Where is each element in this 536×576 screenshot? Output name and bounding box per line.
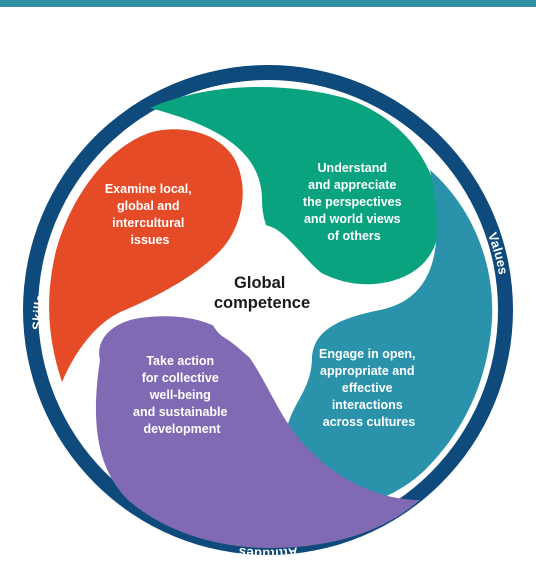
ring-label-knowledge: Knowledge [226, 44, 301, 62]
ring-label-attitudes: Attitudes [238, 544, 299, 561]
center-title: Global competence [214, 274, 310, 312]
petal-text-act: Take action for collective well-being an… [133, 354, 231, 436]
center-swirl [205, 225, 331, 371]
petal-act [95, 316, 420, 548]
petal-understand [150, 87, 440, 285]
petal-examine [49, 129, 243, 382]
petal-text-examine: Examine local, global and intercultural … [105, 182, 195, 247]
petal-engage [284, 170, 493, 507]
accent-top-bar [0, 0, 536, 7]
petal-text-engage: Engage in open, appropriate and effectiv… [319, 347, 419, 429]
petal-text-understand: Understand and appreciate the perspectiv… [303, 161, 405, 243]
